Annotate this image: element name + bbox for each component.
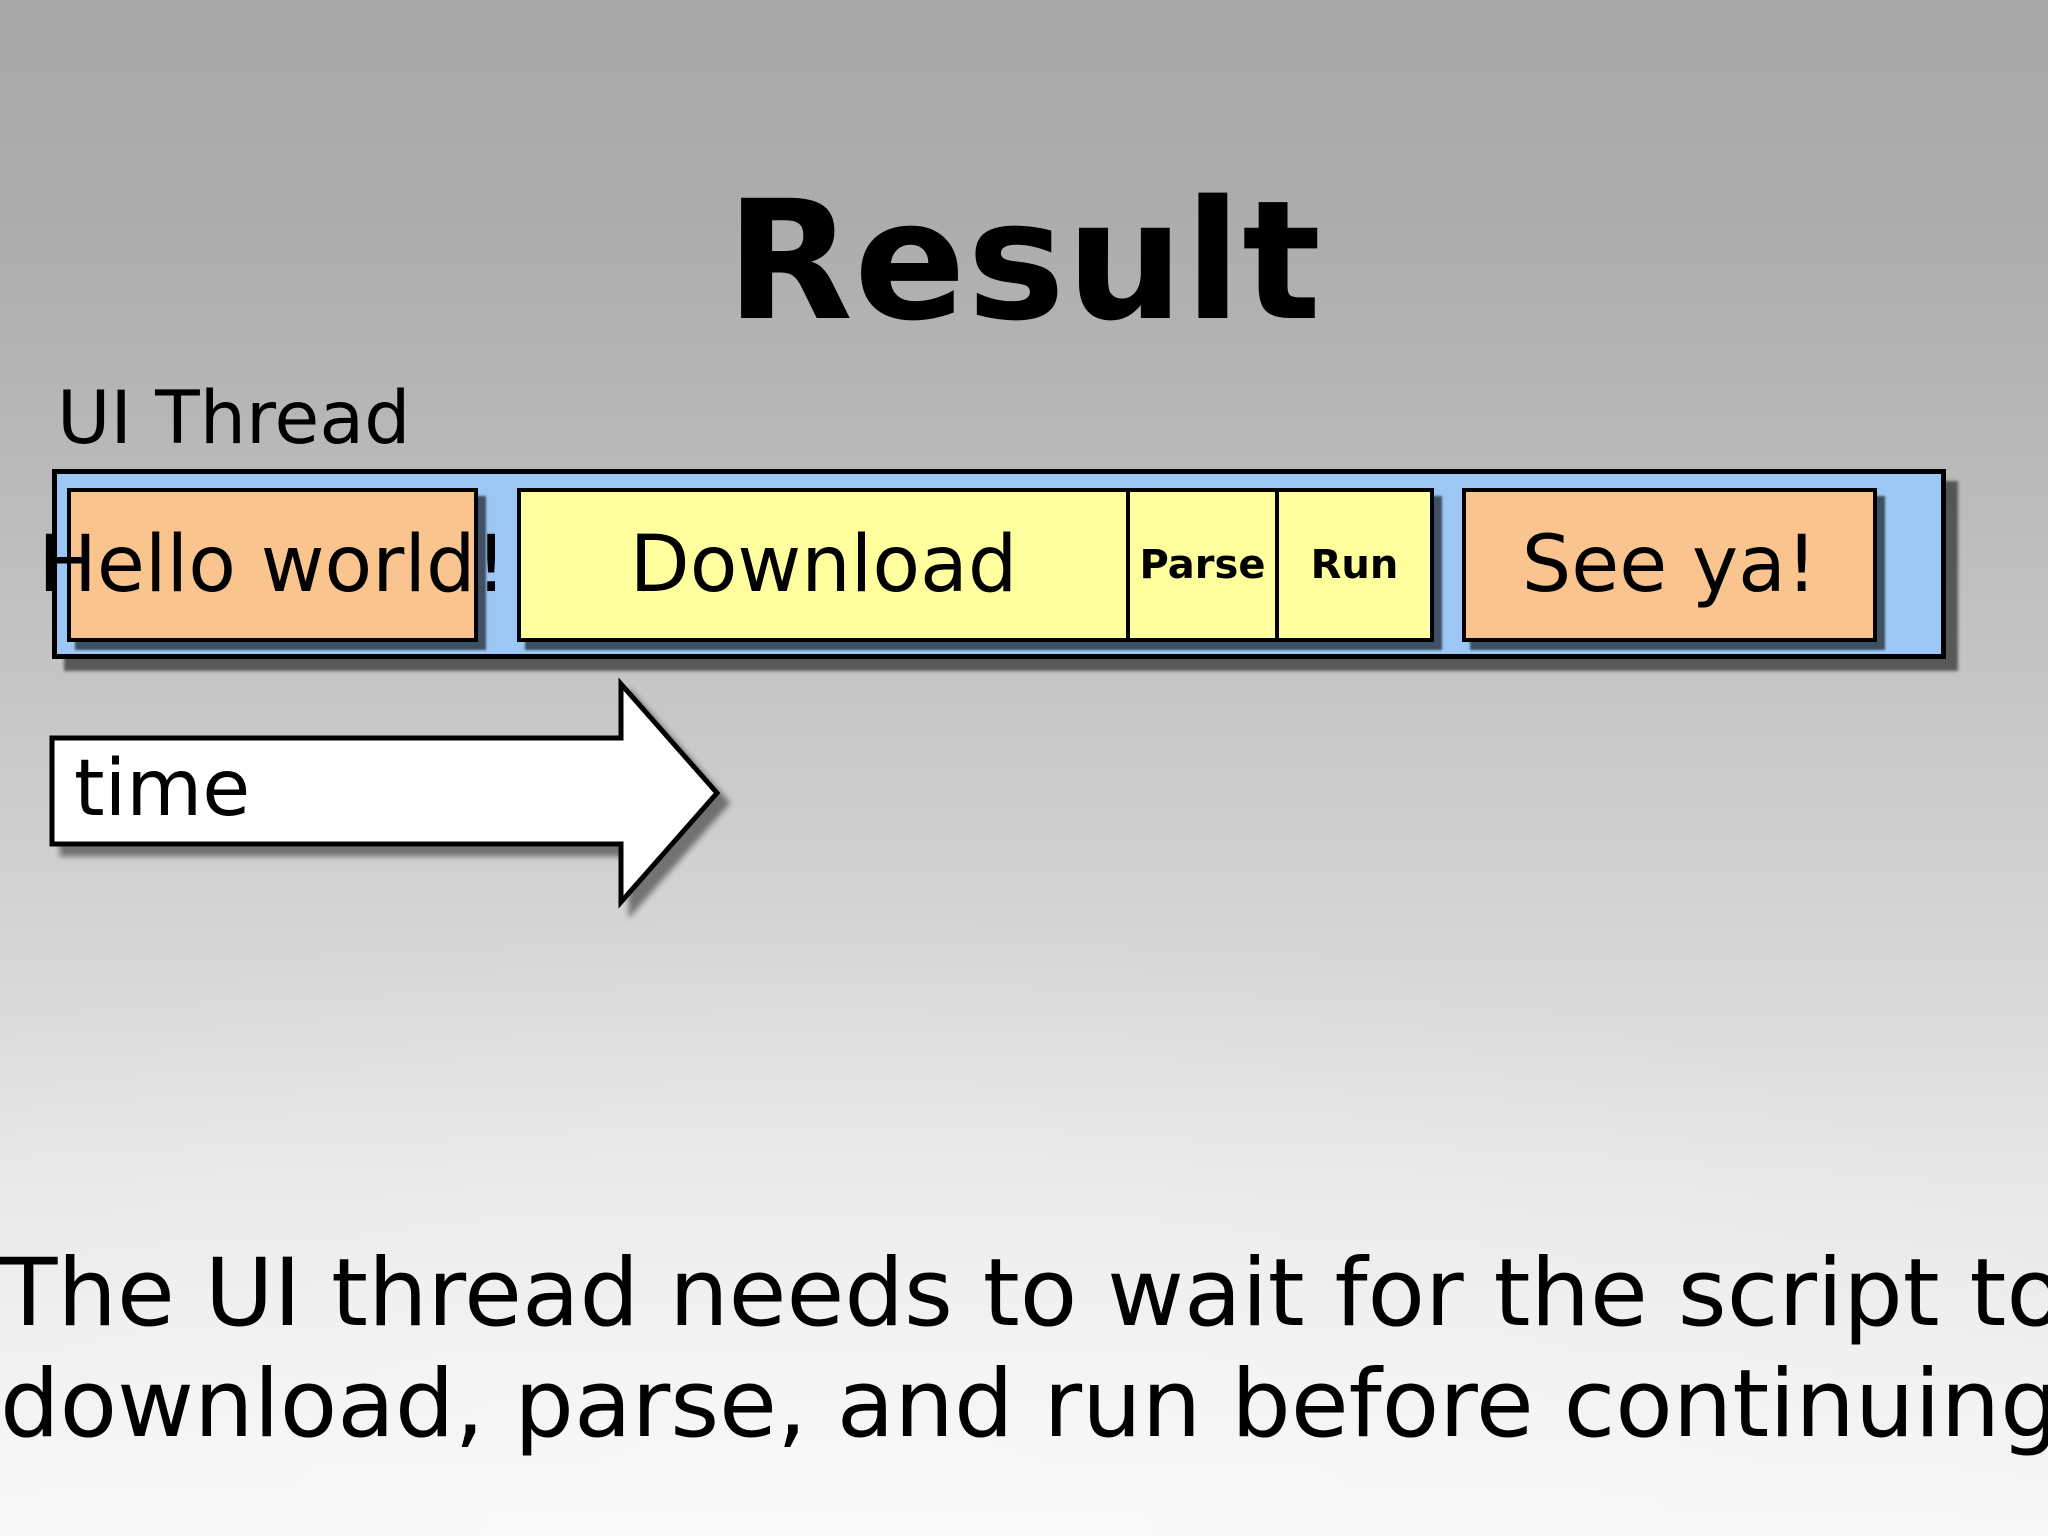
slide-title: Result	[725, 165, 1323, 357]
block-run: Run	[1275, 492, 1430, 638]
slide-caption: The UI thread needs to wait for the scri…	[0, 1238, 2048, 1460]
block-run-label: Run	[1310, 542, 1399, 588]
script-blocking-group: Download Parse Run	[517, 488, 1434, 642]
block-parse-label: Parse	[1139, 542, 1266, 588]
block-parse: Parse	[1126, 492, 1275, 638]
block-hello-world-label: Hello world!	[38, 520, 507, 610]
block-download-label: Download	[629, 520, 1018, 610]
caption-line-2: download, parse, and run before continui…	[0, 1350, 2048, 1459]
block-hello-world: Hello world!	[38, 488, 507, 642]
caption-line-1: The UI thread needs to wait for the scri…	[0, 1239, 2048, 1348]
ui-thread-track: Hello world! Download Parse Run See ya!	[38, 469, 1946, 659]
block-see-ya: See ya!	[1462, 488, 1877, 642]
block-see-ya-label: See ya!	[1521, 520, 1818, 610]
block-download: Download	[521, 492, 1126, 638]
ui-thread-label: UI Thread	[57, 376, 411, 461]
time-axis-label: time	[74, 744, 251, 834]
